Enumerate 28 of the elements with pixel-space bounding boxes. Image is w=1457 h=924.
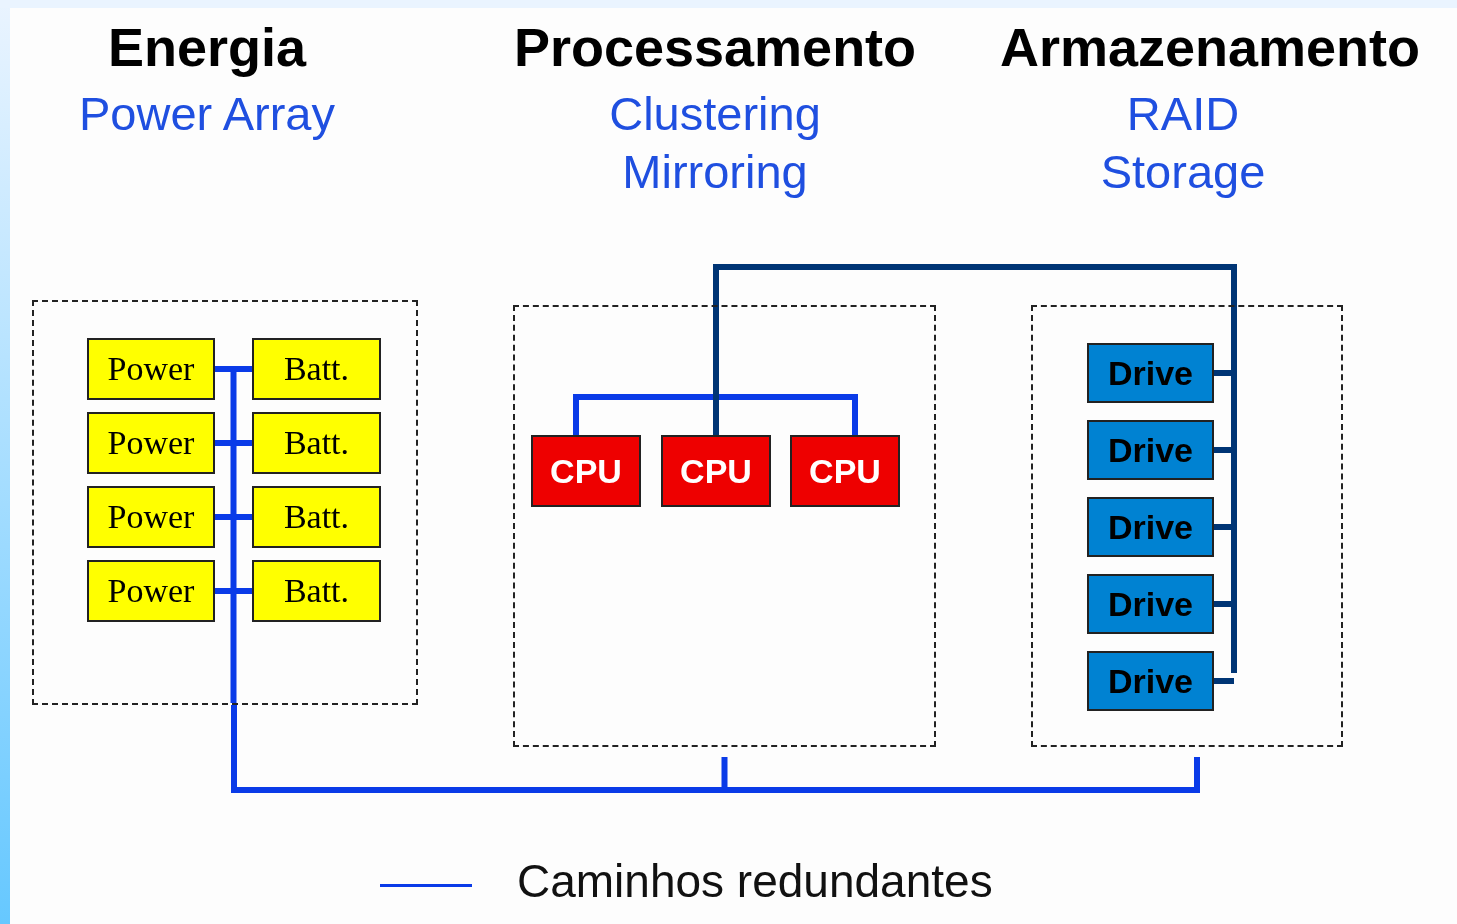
- battery-box: Batt.: [252, 412, 381, 474]
- group-frame: [1031, 305, 1343, 747]
- drive-box: Drive: [1087, 420, 1214, 480]
- connection-line: [215, 514, 252, 520]
- cpu-box: CPU: [790, 435, 900, 507]
- battery-box: Batt.: [252, 560, 381, 622]
- drive-box: Drive: [1087, 343, 1214, 403]
- power-module-box: Power: [87, 338, 215, 400]
- legend-text: Caminhos redundantes: [517, 858, 993, 904]
- column-heading: Processamento: [513, 20, 917, 74]
- power-module-box: Power: [87, 560, 215, 622]
- power-module-box: Power: [87, 486, 215, 548]
- drive-box: Drive: [1087, 497, 1214, 557]
- connection-line: [231, 705, 1200, 793]
- group-frame: [513, 305, 936, 747]
- column-heading: Armazenamento: [999, 20, 1421, 74]
- drive-box: Drive: [1087, 651, 1214, 711]
- group-frame: [32, 300, 418, 705]
- cpu-box: CPU: [531, 435, 641, 507]
- battery-box: Batt.: [252, 486, 381, 548]
- column-subheading: RAID: [1126, 90, 1240, 137]
- drive-box: Drive: [1087, 574, 1214, 634]
- connection-line: [215, 588, 252, 594]
- connection-line: [215, 440, 252, 446]
- power-module-box: Power: [87, 412, 215, 474]
- battery-box: Batt.: [252, 338, 381, 400]
- cpu-box: CPU: [661, 435, 771, 507]
- connection-line: [713, 264, 1237, 684]
